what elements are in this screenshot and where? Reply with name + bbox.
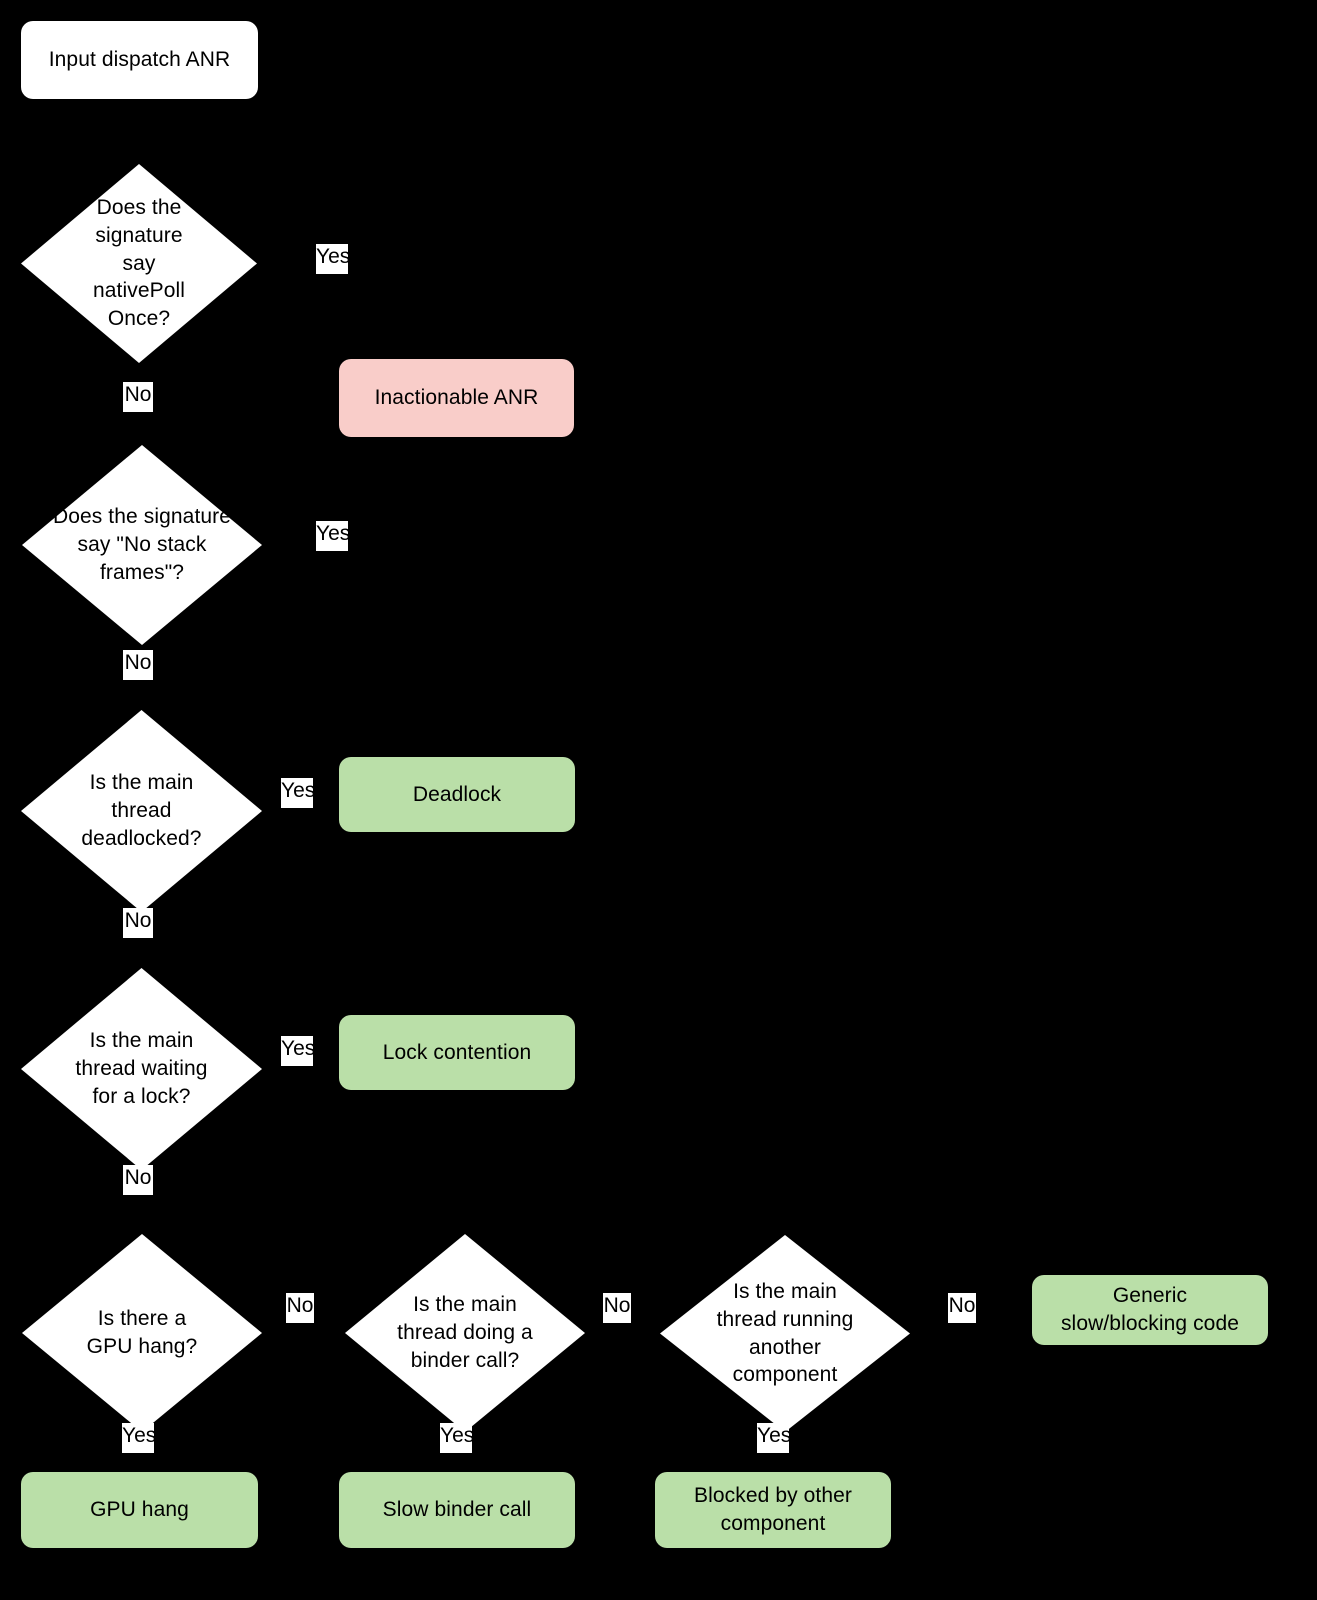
- node-inactionable-anr[interactable]: Inactionable ANR: [339, 359, 574, 437]
- edge-label-text: No: [948, 1294, 976, 1317]
- edge-arrow-start-to-nativepoll: [133, 155, 145, 164]
- node-question-running-another-component[interactable]: Is the main thread running another compo…: [660, 1235, 910, 1432]
- node-label: Generic slow/blocking code: [1060, 1284, 1240, 1335]
- node-input-dispatch-anr[interactable]: Input dispatch ANR: [21, 21, 258, 99]
- edge-label-text: Yes: [316, 245, 351, 268]
- node-question-binder-call[interactable]: Is the main thread doing a binder call?: [345, 1234, 585, 1432]
- node-question-main-thread-deadlocked[interactable]: Is the main thread deadlocked?: [21, 710, 262, 912]
- edge-label-text: Yes: [281, 779, 316, 802]
- edge-label-text: Yes: [757, 1424, 792, 1447]
- edge-label-text: No: [124, 383, 152, 406]
- edge-label-yes-waiting-lock: Yes: [281, 1036, 316, 1066]
- edge-label-text: Yes: [281, 1037, 316, 1060]
- edge-label-yes-nostackframes: Yes: [316, 521, 351, 551]
- diamond-shape: [21, 968, 262, 1170]
- node-gpu-hang-result[interactable]: GPU hang: [21, 1472, 258, 1548]
- edge-nostackframes-yes-v: [456, 440, 458, 539]
- node-question-no-stack-frames[interactable]: Does the signature say "No stack frames"…: [22, 445, 262, 645]
- node-question-gpu-hang[interactable]: Is there a GPU hang?: [22, 1234, 262, 1432]
- node-label: Lock contention: [382, 1040, 532, 1064]
- edge-label-no-other-component: No: [948, 1293, 976, 1323]
- edge-label-no-gpu-hang: No: [286, 1293, 314, 1323]
- node-label: Slow binder call: [382, 1498, 532, 1522]
- edge-arrow-gpu-hang-no: [337, 1303, 346, 1315]
- diamond-shape: [21, 164, 257, 363]
- edge-label-text: No: [286, 1294, 314, 1317]
- edge-arrow-binder-call-no: [652, 1303, 661, 1315]
- edge-nostackframes-yes-h: [261, 538, 457, 540]
- edge-label-text: Yes: [440, 1424, 475, 1447]
- edge-label-text: No: [124, 651, 152, 674]
- edge-nativepoll-yes-v: [456, 262, 458, 350]
- edge-arrow-deadlocked-yes: [330, 787, 339, 799]
- edge-label-text: Yes: [122, 1424, 157, 1447]
- edge-label-yes-nativepoll: Yes: [316, 244, 351, 274]
- edge-label-text: No: [124, 909, 152, 932]
- node-label: Inactionable ANR: [374, 386, 539, 410]
- node-deadlock[interactable]: Deadlock: [339, 757, 575, 832]
- diamond-shape: [22, 1234, 262, 1432]
- edge-arrow-nativepoll-yes: [451, 350, 463, 359]
- edge-arrow-binder-call-yes: [451, 1463, 463, 1472]
- edge-nativepoll-yes-h: [257, 262, 457, 264]
- edge-arrow-other-component-no: [1024, 1303, 1033, 1315]
- edge-arrow-nostackframes-no: [133, 702, 145, 711]
- edge-label-no-binder-call: No: [603, 1293, 631, 1323]
- node-question-waiting-for-lock[interactable]: Is the main thread waiting for a lock?: [21, 968, 262, 1170]
- edge-label-no-waiting-lock: No: [123, 1165, 153, 1195]
- edge-start-to-nativepoll: [138, 99, 140, 155]
- diamond-shape: [345, 1234, 585, 1432]
- edge-arrow-nativepoll-no: [133, 437, 145, 446]
- edge-label-no-nostackframes: No: [123, 650, 153, 680]
- node-slow-binder-call-result[interactable]: Slow binder call: [339, 1472, 575, 1548]
- edge-arrow-other-component-yes: [767, 1463, 779, 1472]
- node-lock-contention[interactable]: Lock contention: [339, 1015, 575, 1090]
- edge-label-yes-deadlocked: Yes: [281, 778, 316, 808]
- edge-arrow-gpu-hang-yes: [133, 1463, 145, 1472]
- edge-label-yes-binder-call: Yes: [440, 1423, 475, 1453]
- edge-label-yes-other-component: Yes: [757, 1423, 792, 1453]
- node-label: GPU hang: [90, 1498, 189, 1522]
- edge-arrow-waiting-lock-yes: [330, 1045, 339, 1057]
- edge-label-text: Yes: [316, 522, 351, 545]
- diamond-shape: [22, 445, 262, 645]
- diamond-shape: [660, 1235, 910, 1432]
- node-label: Deadlock: [412, 782, 502, 806]
- edge-arrow-waiting-lock-no: [133, 1226, 145, 1235]
- node-question-nativepolloncе[interactable]: Does the signature say nativePoll Once?: [21, 164, 257, 363]
- edge-label-text: No: [603, 1294, 631, 1317]
- node-label: Blocked by other component: [693, 1484, 853, 1535]
- node-generic-slow-blocking-code[interactable]: Generic slow/blocking code: [1032, 1275, 1268, 1345]
- node-label: Input dispatch ANR: [48, 48, 231, 72]
- edge-label-no-deadlocked: No: [123, 908, 153, 938]
- edge-label-no-nativepoll: No: [123, 382, 153, 412]
- edge-arrow-deadlocked-no: [133, 960, 145, 969]
- edge-label-text: No: [124, 1166, 152, 1189]
- edge-label-yes-gpu-hang: Yes: [122, 1423, 157, 1453]
- diamond-shape: [21, 710, 262, 912]
- node-blocked-by-other-component-result[interactable]: Blocked by other component: [655, 1472, 891, 1548]
